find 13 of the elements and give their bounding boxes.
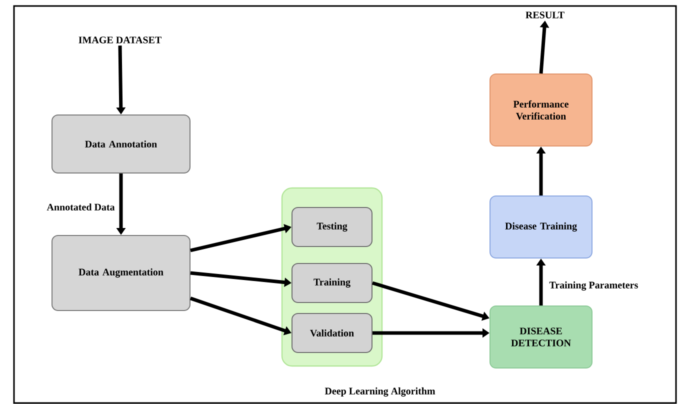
- edge-label: Training Parameters: [548, 280, 640, 292]
- process-box: Validation: [292, 313, 372, 353]
- title-text: RESULT: [526, 12, 564, 18]
- process-box: Disease Training: [490, 196, 592, 258]
- process-box: Performance Verification: [490, 74, 592, 146]
- group-heading: Deep Learning Algorithm: [324, 387, 436, 397]
- process-box: DISEASE DETECTION: [490, 306, 592, 368]
- process-box: Data Annotation: [52, 114, 190, 174]
- process-box: Testing: [292, 207, 372, 247]
- process-box: Data Augmentation: [52, 235, 190, 311]
- process-box: Training: [292, 263, 372, 303]
- title-text: IMAGE DATASET: [78, 36, 162, 44]
- edge-label: Annotated Data: [46, 202, 116, 212]
